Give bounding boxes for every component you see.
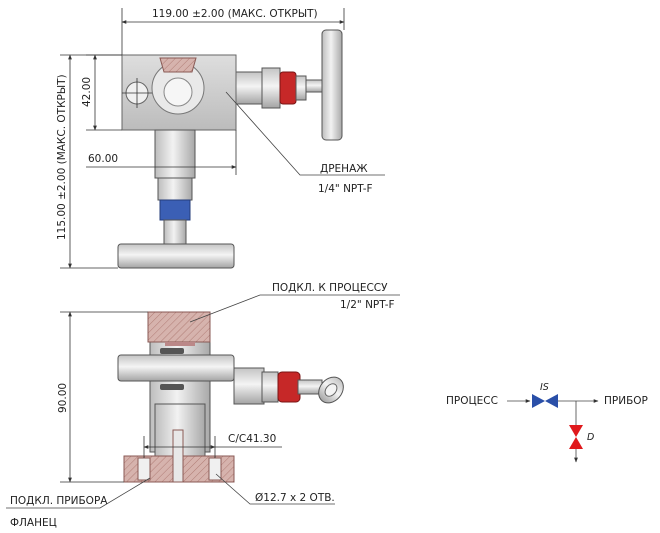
side-crossbar [117, 354, 235, 382]
side-bonnet-nut [261, 371, 279, 403]
schematic-process-label: ПРОЦЕСС [446, 395, 498, 407]
bonnet-nut [261, 67, 281, 109]
dim-top-width: 119.00 ±2.00 (МАКС. ОТКРЫТ) [152, 8, 318, 20]
top-view [117, 29, 343, 269]
top-dimensions: 119.00 ±2.00 (МАКС. ОТКРЫТ) 42.00 115.00… [56, 8, 345, 269]
drain-callout: ДРЕНАЖ 1/4" NPT-F [225, 91, 385, 195]
bolt-holes-label: Ø12.7 x 2 ОТВ. [255, 492, 335, 504]
process-port-section [147, 311, 211, 343]
instrument-label: ПОДКЛ. ПРИБОРА [10, 495, 108, 507]
bolt-holes-callout: Ø12.7 x 2 ОТВ. [215, 473, 335, 505]
dim-total-height: 115.00 ±2.00 (МАКС. ОТКРЫТ) [56, 74, 68, 240]
red-ring-top [279, 71, 297, 105]
drain-thread: 1/4" NPT-F [318, 183, 373, 195]
dim-flange-offset: 60.00 [88, 153, 118, 165]
side-bonnet [233, 367, 265, 405]
process-port-inner [163, 77, 193, 107]
side-view [117, 311, 344, 483]
drain-tag: D [587, 432, 594, 443]
process-thread: 1/2" NPT-F [340, 299, 395, 311]
process-label: ПОДКЛ. К ПРОЦЕССУ [272, 282, 388, 294]
flange-bar-top [117, 243, 235, 269]
neck-tip [163, 219, 187, 245]
dim-body-height: 42.00 [81, 77, 93, 107]
instrument-callout: ПОДКЛ. ПРИБОРА ФЛАНЕЦ [6, 477, 151, 529]
handle-tbar [321, 29, 343, 141]
neck [154, 129, 196, 179]
instrument-type: ФЛАНЕЦ [10, 517, 57, 529]
process-callout: ПОДКЛ. К ПРОЦЕССУ 1/2" NPT-F [189, 282, 400, 323]
neck-nut [157, 177, 193, 201]
schematic-instrument-label: ПРИБОР [604, 395, 648, 407]
dim-bolt-spacing: C/C41.30 [228, 433, 276, 445]
dim-side-height: 90.00 [57, 383, 69, 413]
gland [295, 75, 307, 101]
side-dimensions: 90.00 C/C41.30 [57, 311, 282, 483]
isolate-valve-symbol [532, 394, 545, 408]
isolate-tag: IS [540, 382, 549, 393]
handle-end-view [318, 376, 344, 404]
red-ring-side [277, 371, 301, 403]
valve-schematic: ПРОЦЕСС IS ПРИБОР D [446, 382, 648, 463]
blue-ring-top [159, 199, 191, 221]
drain-valve-symbol [569, 425, 583, 437]
drain-label: ДРЕНАЖ [320, 163, 368, 175]
